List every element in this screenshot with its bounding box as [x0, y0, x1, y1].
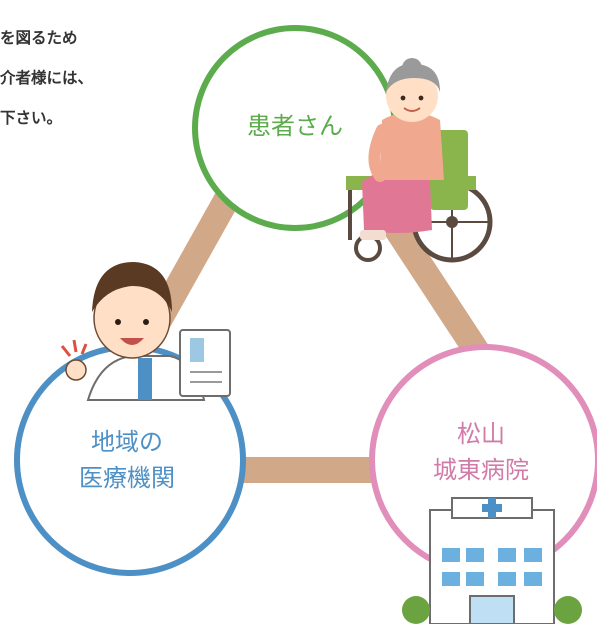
elderly-patient-wheelchair-icon	[346, 58, 493, 263]
hospital-label-line2: 城東病院	[433, 456, 529, 484]
clinic-label-line1: 地域の	[91, 428, 163, 456]
hospital-label: 松山 城東病院	[396, 416, 566, 488]
hospital-building-icon	[402, 497, 582, 624]
clinic-label-line2: 医療機関	[79, 464, 175, 492]
intro-text: を図るため 介者様には、 下さい。	[0, 18, 190, 138]
intro-line: 下さい。	[0, 109, 63, 127]
intro-line: を図るため	[0, 29, 78, 47]
patient-label: 患者さん	[247, 112, 343, 140]
clinic-label: 地域の 医療機関	[52, 424, 202, 496]
connector-patient-hospital	[381, 214, 495, 370]
hospital-label-line1: 松山	[457, 420, 505, 448]
doctor-icon	[60, 262, 231, 401]
intro-line: 介者様には、	[0, 69, 94, 87]
